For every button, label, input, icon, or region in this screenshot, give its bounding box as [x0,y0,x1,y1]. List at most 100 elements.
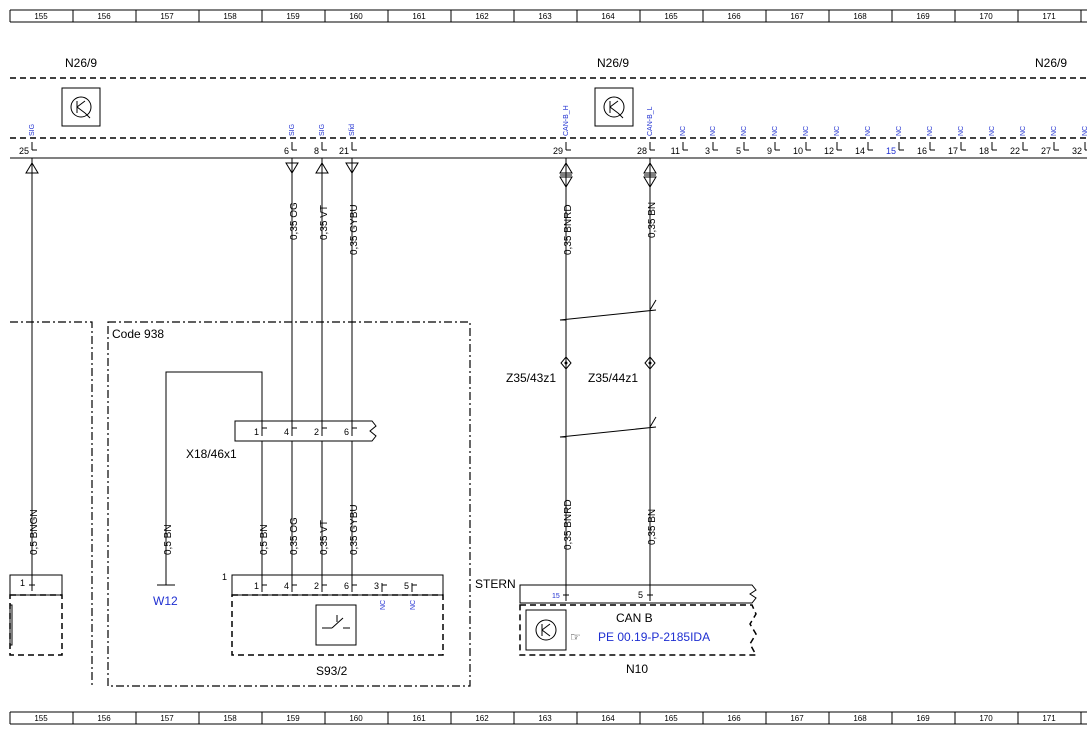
switch-pin-number: 4 [284,581,289,591]
pin-signal: NC [1020,126,1027,136]
pin-signal: NC [772,126,779,136]
pin-number: 29 [553,146,563,156]
left-partial-module: 1 [9,574,63,656]
ruler-number: 156 [97,714,111,723]
control-unit-icon-center [594,87,634,127]
ground-label-w12: W12 [153,594,178,608]
pin-number: 3 [705,146,710,156]
pin-number: 6 [284,146,289,156]
connector-pin-number: 2 [314,427,319,437]
wire-label-wog2: 0,35 OG [289,517,300,555]
top-pin: 5NC [736,126,749,156]
pin-number: 11 [671,146,680,156]
reference-hand-icon: ☞ [570,630,581,644]
can-b-label: CAN B [616,611,653,625]
pin-signal: CAN-B_H [563,105,570,136]
pin-signal: NC [803,126,810,136]
module-label-n26-9-left: N26/9 [65,56,97,70]
switch-pin-number: 5 [404,581,409,591]
ruler-number: 170 [979,714,993,723]
ruler-number: 167 [790,12,804,21]
pin-number: 18 [979,146,989,156]
pin-number: 5 [736,146,741,156]
pin-number: 25 [19,146,29,156]
wire-label-wbn: 0,5 BN [163,524,174,555]
pin-signal: NC [834,126,841,136]
ground-wire: 0,5 BN W12 [153,371,263,608]
reference-link[interactable]: PE 00.19-P-2185IDA [598,630,710,644]
module-label-n26-9-center: N26/9 [597,56,629,70]
pin-signal: NC [927,126,934,136]
switch-pin-number: 2 [314,581,319,591]
ruler-number: 164 [601,12,615,21]
wire-pin8: 0,35 VT [315,158,330,430]
pin-number: 21 [339,146,349,156]
pin-signal: Sfid [349,124,356,136]
control-unit-icon-left [61,87,101,127]
top-pin: 3NC [705,126,718,156]
twisted-pair-marks [559,299,657,438]
wire-pin25: 0,5 BNGN [25,158,40,590]
n10-pin-15: 15 [552,593,560,600]
ruler-number: 169 [916,12,930,21]
wire-label-w8: 0,35 VT [319,205,330,240]
switch-pin-number: 1 [254,581,259,591]
ruler-number: 155 [34,12,48,21]
pin-number: 10 [793,146,803,156]
ruler-number: 162 [475,714,489,723]
n10-pin-5: 5 [638,590,643,600]
code-box-label: Code 938 [112,327,164,341]
ruler-number: 165 [664,714,678,723]
pin-signal: NC [710,126,717,136]
stern-label: STERN [475,577,516,591]
wire-label-w29b: 0,35 BNRD [563,499,574,550]
splice-label-z1: Z35/43z1 [506,371,556,385]
top-pin: 9NC [767,126,780,156]
pin-number: 8 [314,146,319,156]
pin-signal: SIG [289,124,296,136]
switch-label: S93/2 [316,664,348,678]
pin-signal: SIG [319,124,326,136]
top-pin: 29 CAN-B_H [553,105,571,156]
ruler-number: 157 [160,714,174,723]
pin-signal: NC [958,126,965,136]
switch-nc-label: NC [380,600,387,610]
ruler-number: 160 [349,714,363,723]
ruler-number: 163 [538,714,552,723]
ruler-number: 166 [727,714,741,723]
wire-pin6: 0,35 OG [285,158,300,430]
ruler-number: 171 [1042,12,1056,21]
wire-pin29: 0,35 BNRD 0,35 BNRD [559,158,574,600]
ruler-number: 157 [160,12,174,21]
pin-number: 22 [1010,146,1020,156]
wire-label-w28b: 0,35 BN [647,509,658,545]
ruler-number: 158 [223,12,237,21]
ruler-number: 166 [727,12,741,21]
module-n10: STERN 15 5 CAN B ☞ PE 00.19-P-2185IDA N1… [475,577,758,676]
connector-pin-number: 4 [284,427,289,437]
pin-signal: NC [865,126,872,136]
switch-nc-label: NC [410,600,417,610]
ruler-number: 156 [97,12,111,21]
pin-number: 14 [855,146,865,156]
ruler-number: 168 [853,12,867,21]
ruler-number: 171 [1042,714,1056,723]
wire-label-wbn2: 0,5 BN [259,524,270,555]
ruler-number: 161 [412,12,426,21]
splice-z35-44z1: Z35/44z1 [588,356,656,385]
code-938-box: Code 938 [107,321,471,687]
switch-pin-number: 6 [344,581,349,591]
pin-signal: NC [741,126,748,136]
